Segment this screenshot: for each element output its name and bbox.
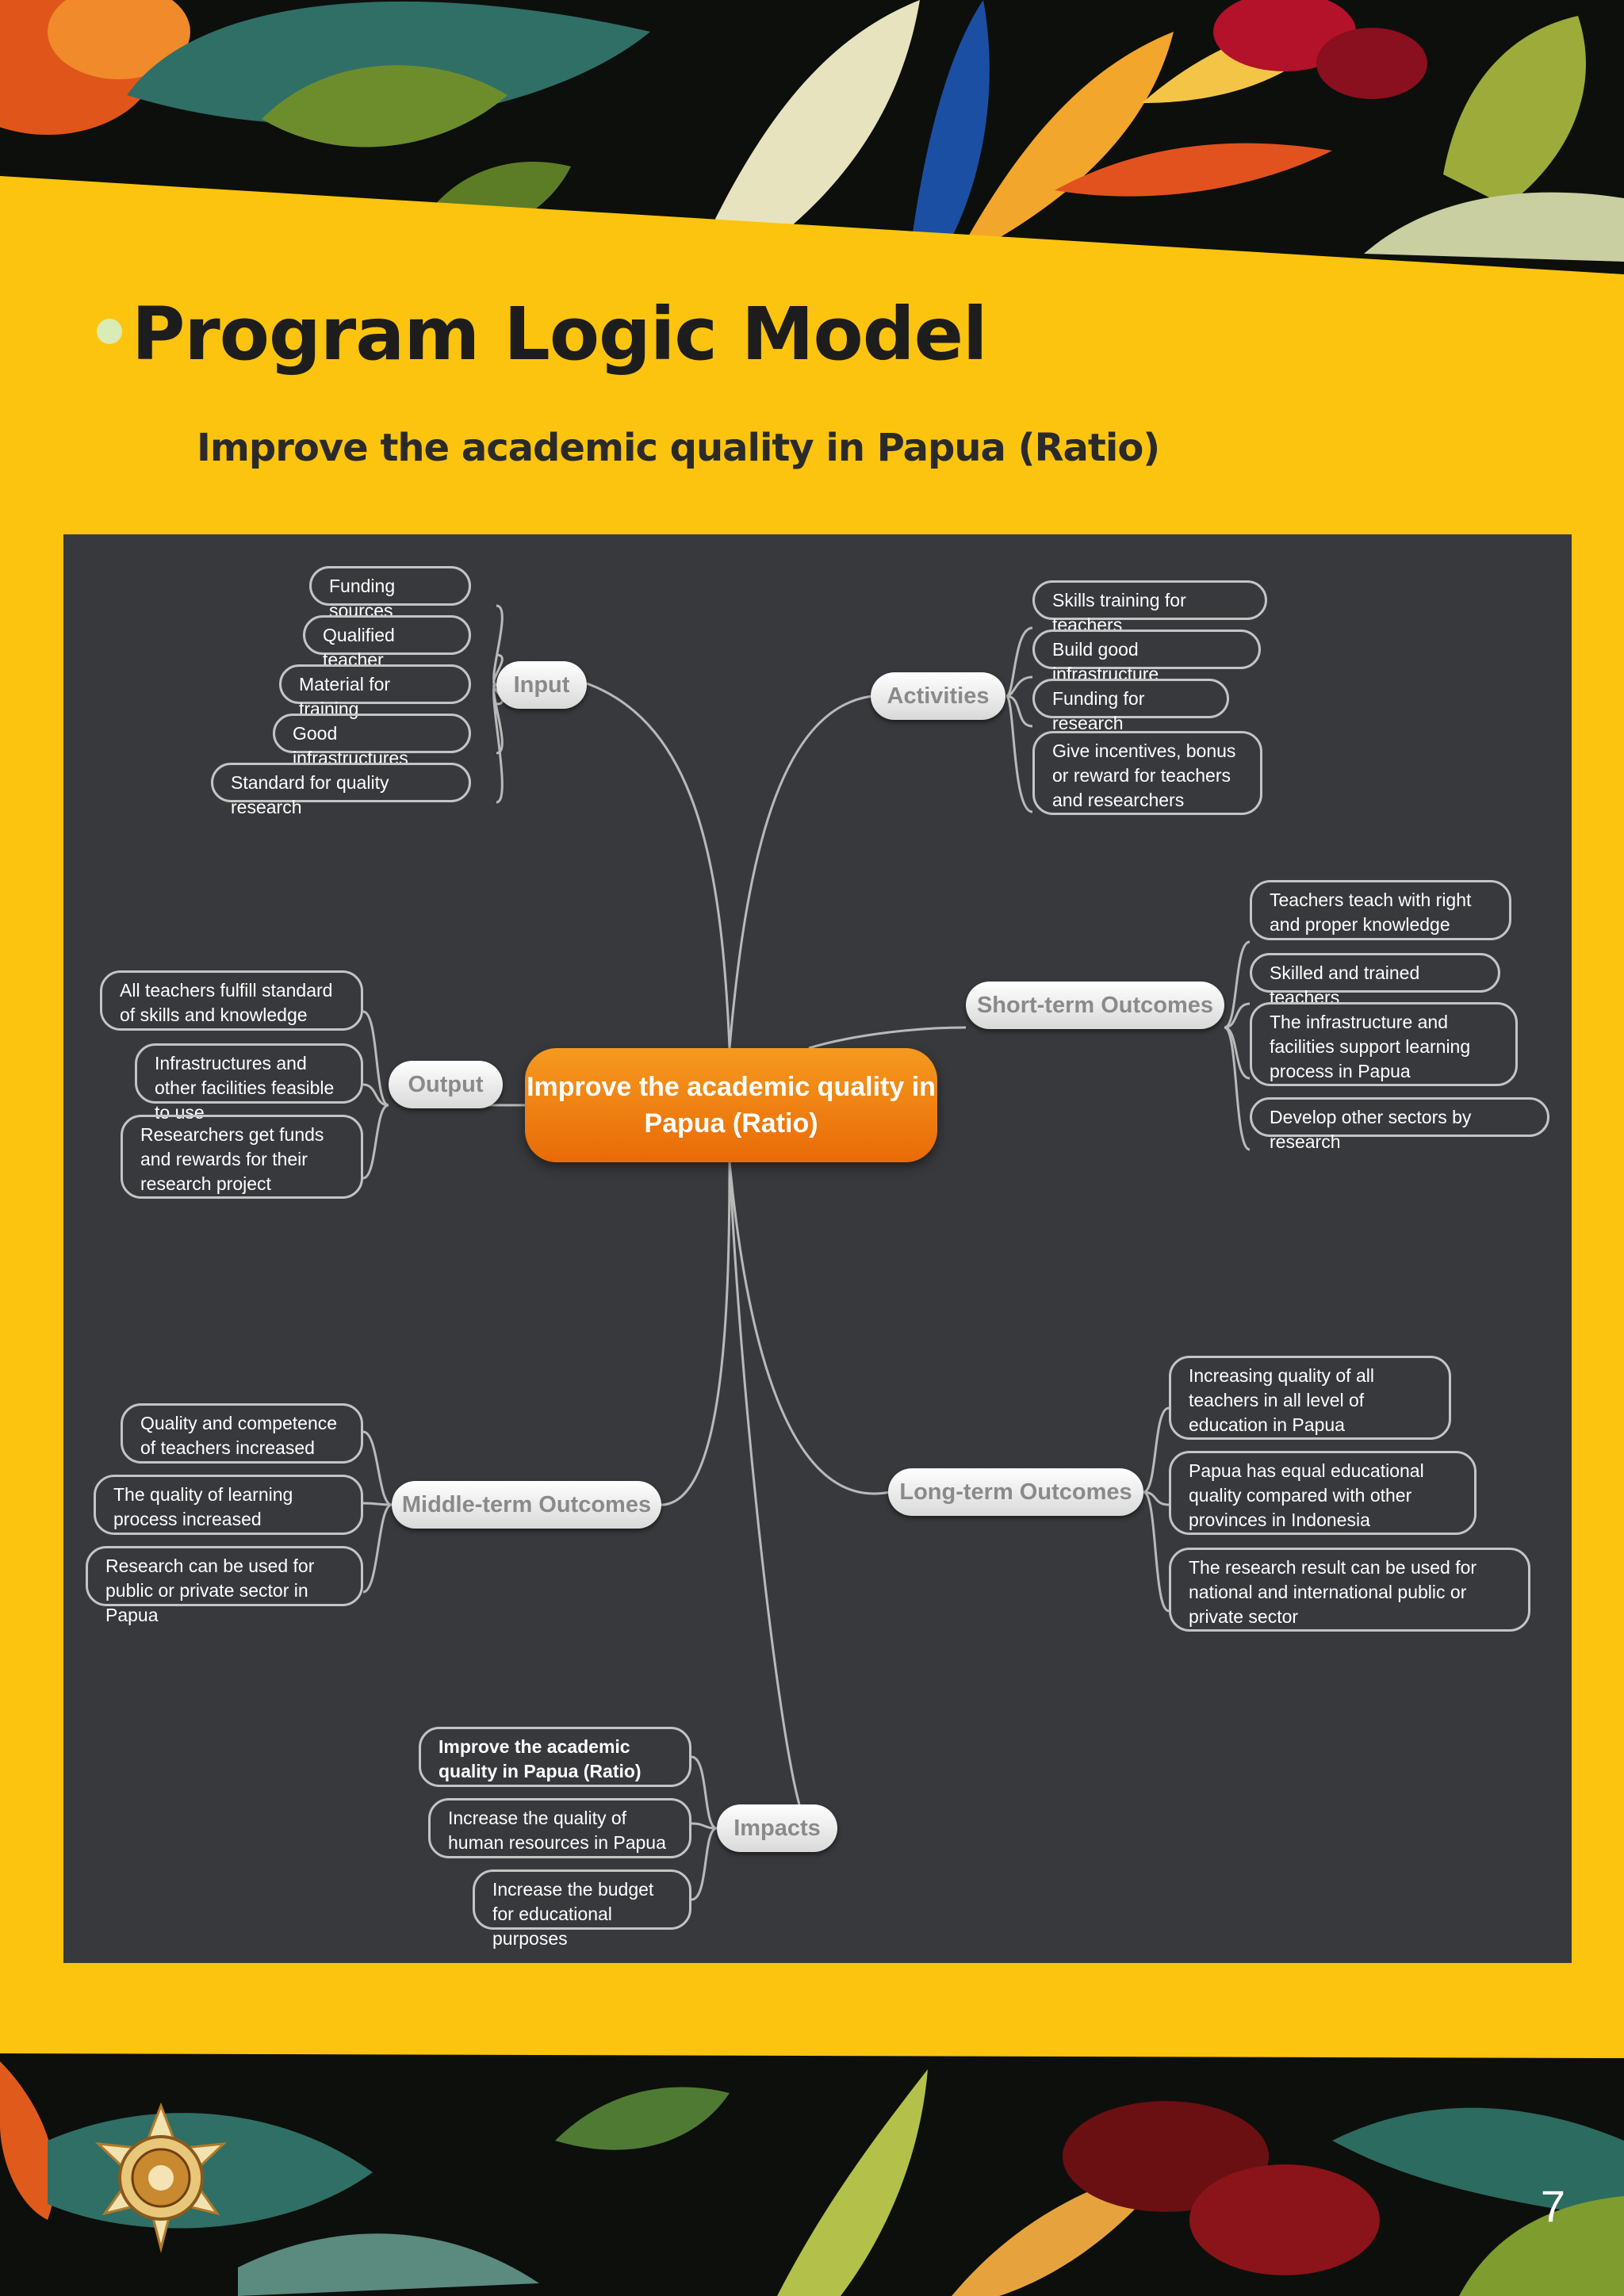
- university-crest-logo: [94, 2103, 228, 2253]
- input-leaf[interactable]: Material for training: [279, 664, 471, 719]
- impacts-leaf[interactable]: Increase the quality of human resources …: [428, 1798, 691, 1858]
- branch-short-term-outcomes[interactable]: Short-term Outcomes: [966, 982, 1224, 1029]
- page-subtitle: Improve the academic quality in Papua (R…: [197, 426, 1160, 470]
- activities-leaf[interactable]: Build good infrastructure: [1032, 629, 1261, 684]
- long-term-leaf[interactable]: The research result can be used for nati…: [1169, 1548, 1530, 1632]
- middle-term-leaf[interactable]: Quality and competence of teachers incre…: [121, 1403, 363, 1464]
- branch-activities[interactable]: Activities: [871, 672, 1005, 720]
- short-term-leaf[interactable]: Teachers teach with right and proper kno…: [1250, 880, 1511, 940]
- input-leaf[interactable]: Funding sources: [309, 566, 471, 621]
- short-term-leaf[interactable]: Skilled and trained teachers: [1250, 953, 1500, 1008]
- output-leaf[interactable]: Researchers get funds and rewards for th…: [121, 1115, 363, 1199]
- activities-leaf[interactable]: Skills training for teachers: [1032, 580, 1267, 635]
- central-topic[interactable]: Improve the academic quality in Papua (R…: [525, 1048, 937, 1162]
- activities-leaf[interactable]: Funding for research: [1032, 679, 1229, 733]
- page-number: 7: [1540, 2181, 1565, 2231]
- impacts-leaf[interactable]: Increase the budget for educational purp…: [473, 1869, 691, 1949]
- middle-term-leaf[interactable]: Research can be used for public or priva…: [86, 1546, 363, 1625]
- page-title: Program Logic Model: [132, 292, 988, 377]
- impacts-leaf[interactable]: Improve the academic quality in Papua (R…: [419, 1727, 691, 1787]
- branch-output[interactable]: Output: [389, 1061, 503, 1108]
- title-bullet-icon: [97, 319, 122, 344]
- mind-map-panel: Improve the academic quality in Papua (R…: [63, 534, 1572, 1963]
- branch-impacts[interactable]: Impacts: [717, 1804, 837, 1852]
- output-leaf[interactable]: All teachers fulfill standard of skills …: [100, 970, 363, 1031]
- branch-input[interactable]: Input: [496, 661, 587, 709]
- middle-term-leaf[interactable]: The quality of learning process increase…: [94, 1475, 363, 1535]
- long-term-leaf[interactable]: Increasing quality of all teachers in al…: [1169, 1356, 1451, 1440]
- input-leaf[interactable]: Good infrastructures: [273, 714, 471, 768]
- output-leaf[interactable]: Infrastructures and other facilities fea…: [135, 1043, 363, 1123]
- input-leaf[interactable]: Standard for quality research: [211, 763, 471, 817]
- input-leaf[interactable]: Qualified teacher: [303, 615, 471, 670]
- branch-middle-term-outcomes[interactable]: Middle-term Outcomes: [392, 1481, 661, 1529]
- short-term-leaf[interactable]: The infrastructure and facilities suppor…: [1250, 1002, 1518, 1086]
- branch-long-term-outcomes[interactable]: Long-term Outcomes: [888, 1468, 1143, 1516]
- activities-leaf[interactable]: Give incentives, bonus or reward for tea…: [1032, 731, 1262, 815]
- short-term-leaf[interactable]: Develop other sectors by research: [1250, 1097, 1549, 1152]
- long-term-leaf[interactable]: Papua has equal educational quality comp…: [1169, 1451, 1477, 1535]
